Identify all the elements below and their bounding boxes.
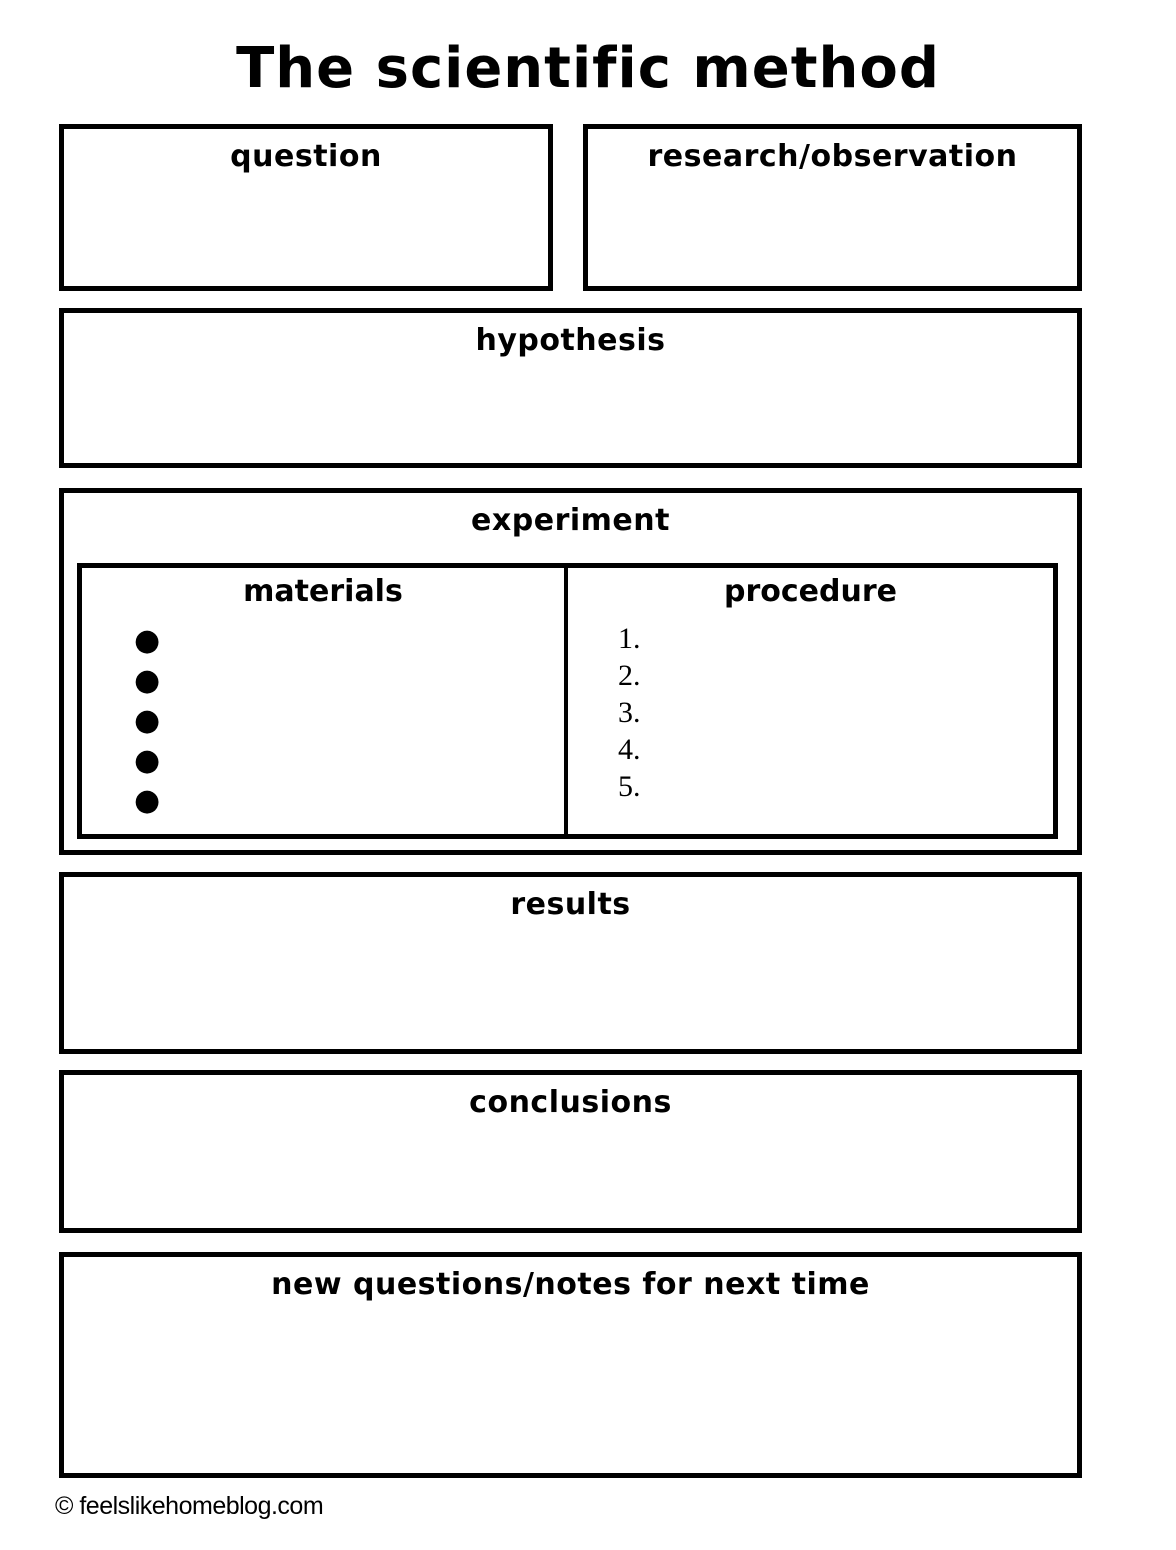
new-questions-box: new questions/notes for next time <box>59 1252 1082 1478</box>
question-box: question <box>59 124 553 291</box>
new-questions-label: new questions/notes for next time <box>271 1267 870 1302</box>
experiment-box: experiment materials ● ● ● ● ● procedure… <box>59 488 1082 855</box>
procedure-step-number: 2. <box>618 659 641 692</box>
conclusions-label: conclusions <box>469 1085 672 1120</box>
procedure-step-number: 1. <box>618 622 641 655</box>
research-observation-box: research/observation <box>583 124 1082 291</box>
materials-list: ● ● ● ● ● <box>82 625 564 825</box>
procedure-step-number: 4. <box>618 733 641 766</box>
page-title: The scientific method <box>236 36 940 101</box>
materials-bullet: ● <box>134 703 161 738</box>
experiment-inner-box: materials ● ● ● ● ● procedure 1. 2. 3. 4… <box>77 563 1058 839</box>
question-label: question <box>230 139 382 174</box>
hypothesis-box: hypothesis <box>59 308 1082 468</box>
materials-bullet: ● <box>134 663 161 698</box>
results-label: results <box>510 887 631 922</box>
copyright-text: © feelslikehomeblog.com <box>55 1492 324 1520</box>
materials-label: materials <box>243 574 403 609</box>
results-box: results <box>59 872 1082 1054</box>
materials-column: materials ● ● ● ● ● <box>82 568 568 834</box>
procedure-label: procedure <box>724 574 897 609</box>
materials-bullet: ● <box>134 783 161 818</box>
hypothesis-label: hypothesis <box>475 323 666 358</box>
materials-bullet: ● <box>134 743 161 778</box>
procedure-step-number: 5. <box>618 770 641 803</box>
research-observation-label: research/observation <box>647 139 1018 174</box>
materials-bullet: ● <box>134 623 161 658</box>
experiment-label: experiment <box>471 503 670 538</box>
procedure-column: procedure 1. 2. 3. 4. 5. <box>568 568 1053 834</box>
procedure-step-number: 3. <box>618 696 641 729</box>
procedure-list: 1. 2. 3. 4. 5. <box>568 623 1053 808</box>
conclusions-box: conclusions <box>59 1070 1082 1233</box>
